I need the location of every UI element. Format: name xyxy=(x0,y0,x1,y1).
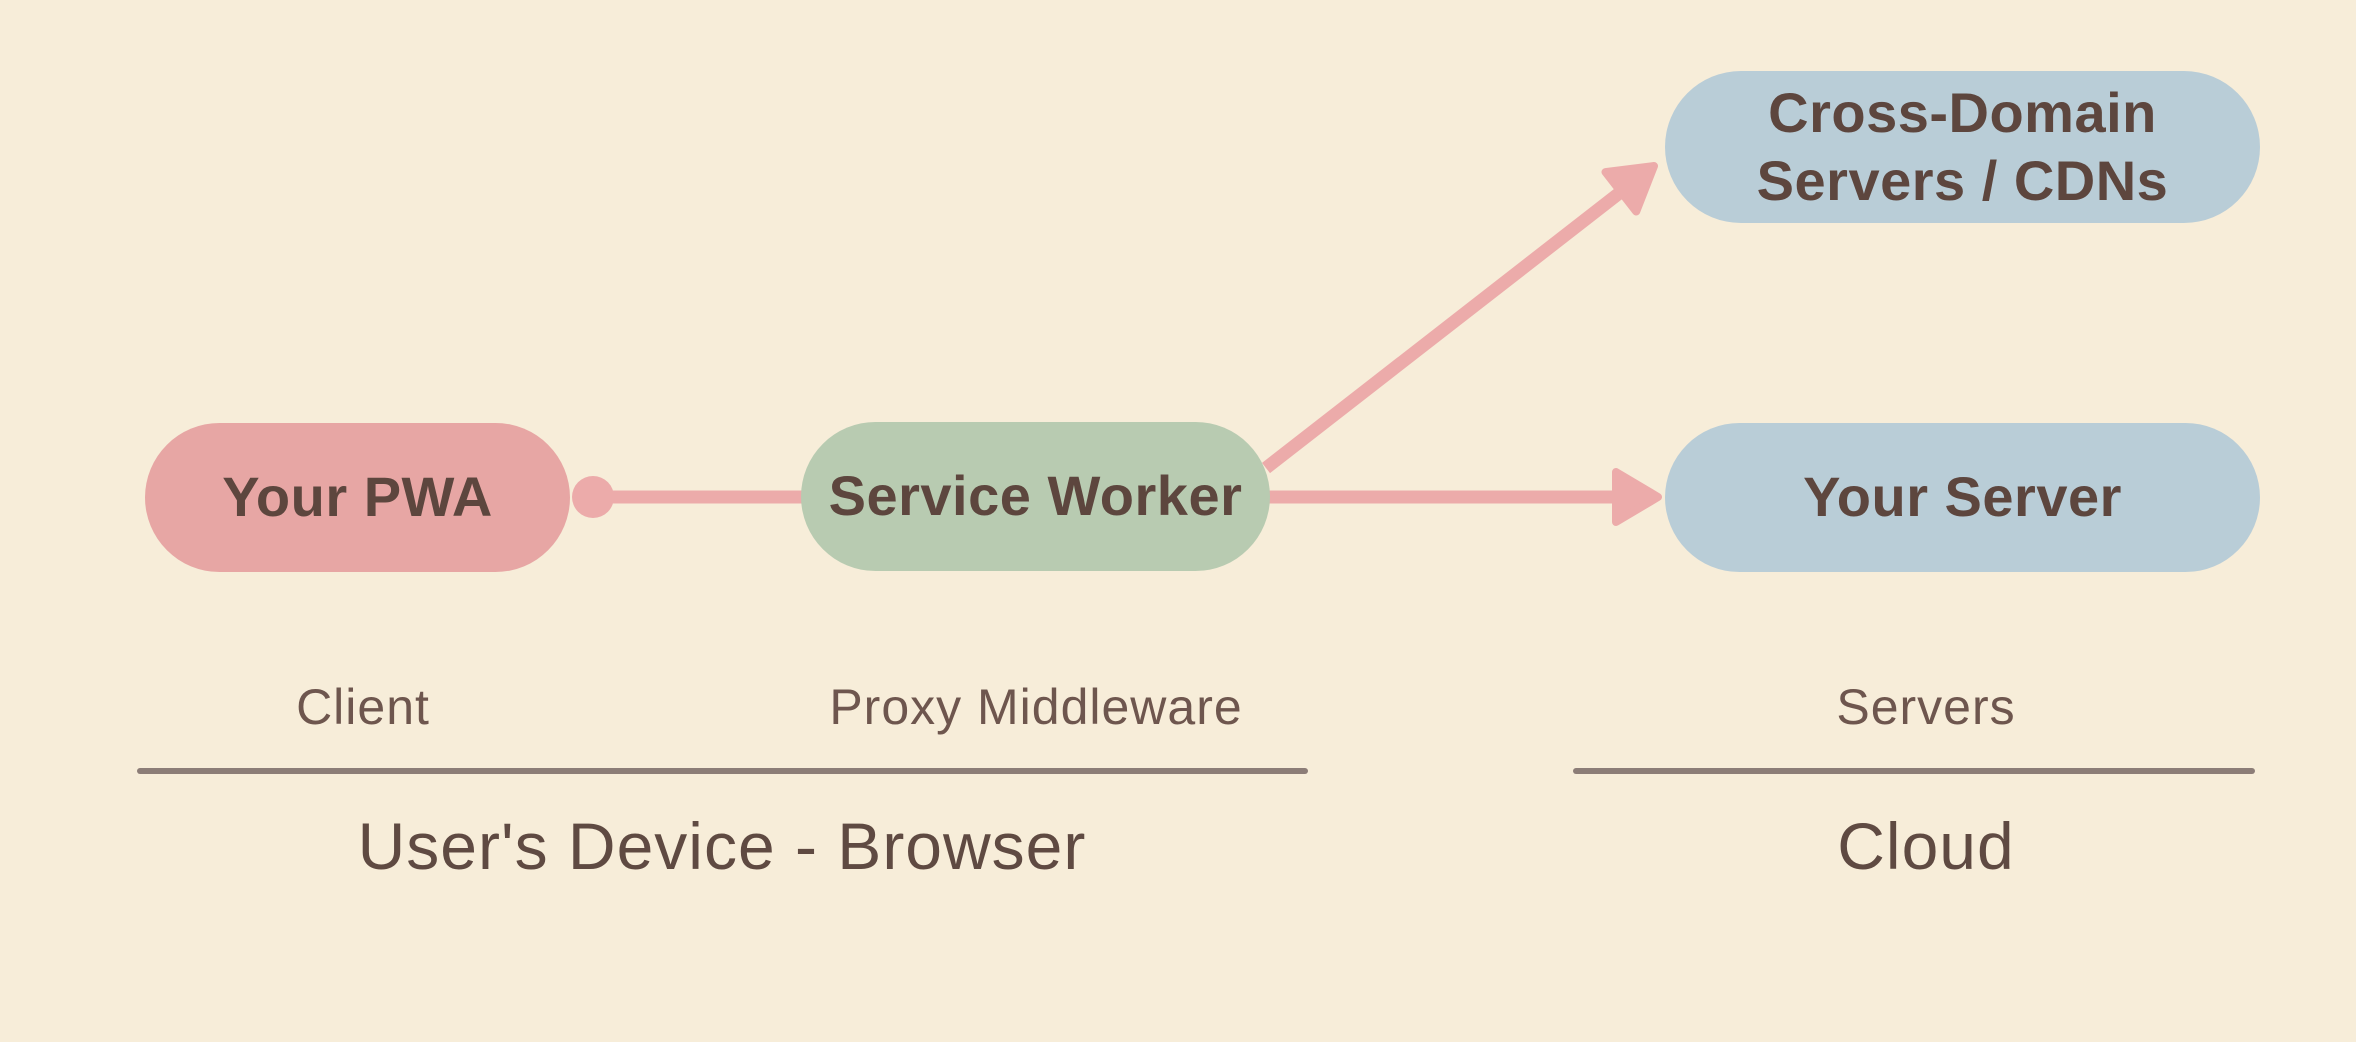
divider-device-browser xyxy=(137,768,1308,774)
node-cross-domain-servers: Cross-Domain Servers / CDNs xyxy=(1665,71,2260,223)
divider-cloud xyxy=(1573,768,2255,774)
node-service-worker-label: Service Worker xyxy=(828,464,1243,528)
node-your-server-label: Your Server xyxy=(1803,465,2122,529)
role-label-proxy-middleware: Proxy Middleware xyxy=(829,679,1243,735)
role-label-client: Client xyxy=(296,679,430,735)
arrow-sw-to-your-server xyxy=(1268,468,1662,526)
node-cross-domain-label-line1: Cross-Domain xyxy=(1768,80,2157,144)
role-label-servers: Servers xyxy=(1836,679,2016,735)
node-your-pwa-label: Your PWA xyxy=(222,465,493,529)
group-label-cloud: Cloud xyxy=(1837,809,2015,883)
arrowhead-icon xyxy=(1612,468,1662,526)
arrow-sw-to-cross-domain xyxy=(1262,162,1658,474)
node-service-worker: Service Worker xyxy=(801,422,1270,571)
connector-dot-icon xyxy=(572,476,614,518)
node-cross-domain-label-line2: Servers / CDNs xyxy=(1756,149,2169,212)
arrowhead-icon xyxy=(1601,162,1658,216)
node-your-pwa: Your PWA xyxy=(145,423,570,572)
node-your-server: Your Server xyxy=(1665,423,2260,572)
group-label-users-device-browser: User's Device - Browser xyxy=(357,809,1087,883)
